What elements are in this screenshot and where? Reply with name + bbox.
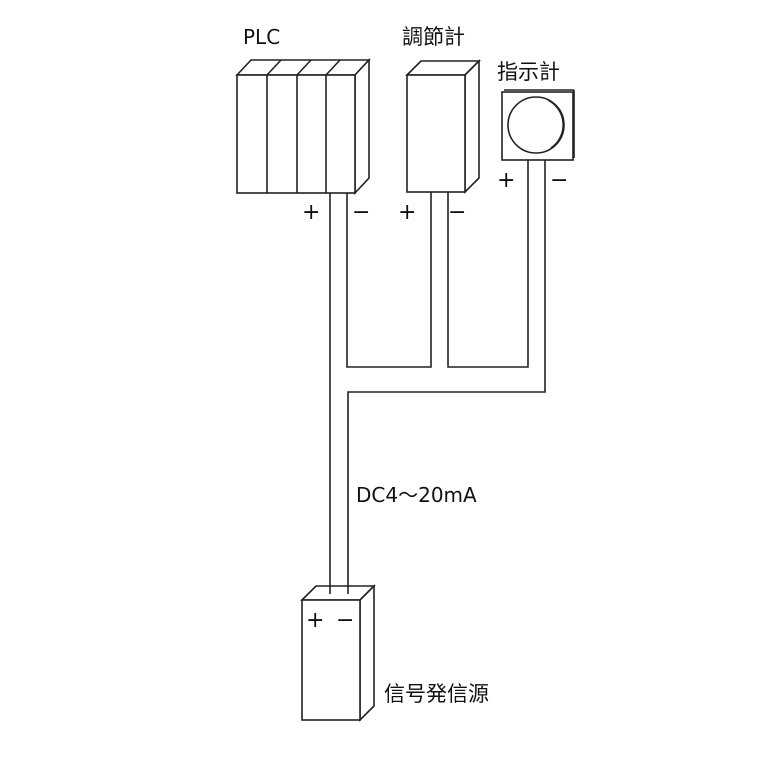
plc-plus-terminal: +: [302, 200, 320, 225]
source-unit: [300, 584, 376, 722]
wiring: [329, 160, 546, 595]
wire-plc-minus-to-controller-plus: [346, 192, 432, 368]
signal-label: DC4～20mA: [356, 483, 477, 507]
controller-plus-terminal: +: [398, 200, 416, 225]
source-label: 信号発信源: [384, 682, 489, 706]
controller-side-face: [464, 59, 480, 194]
plc-top-divider: [325, 59, 341, 76]
source-side-face: [359, 584, 375, 722]
source-minus-terminal: −: [336, 608, 354, 633]
indicator-dial-rim: [547, 99, 564, 149]
plc-unit: [235, 57, 371, 196]
indicator-dial: [507, 96, 565, 154]
plc-top-divider: [266, 59, 282, 76]
controller-unit: [405, 59, 481, 194]
source-front-face: [301, 599, 361, 721]
indicator-unit: [501, 89, 575, 161]
plc-top-divider: [296, 59, 312, 76]
controller-front-face: [406, 74, 466, 193]
wire-indicator-minus-to-source-minus: [347, 160, 546, 595]
controller-minus-terminal: −: [448, 200, 466, 225]
plc-side-face: [354, 57, 370, 196]
controller-label: 調節計: [402, 25, 465, 49]
indicator-plus-terminal: +: [497, 168, 515, 193]
source-plus-terminal: +: [306, 608, 324, 633]
indicator-label: 指示計: [497, 60, 560, 84]
indicator-minus-terminal: −: [550, 168, 568, 193]
plc-label: PLC: [243, 25, 280, 49]
wire-controller-minus-to-indicator-plus: [447, 160, 529, 368]
plc-minus-terminal: −: [352, 200, 370, 225]
plc-front-face: [236, 74, 356, 194]
